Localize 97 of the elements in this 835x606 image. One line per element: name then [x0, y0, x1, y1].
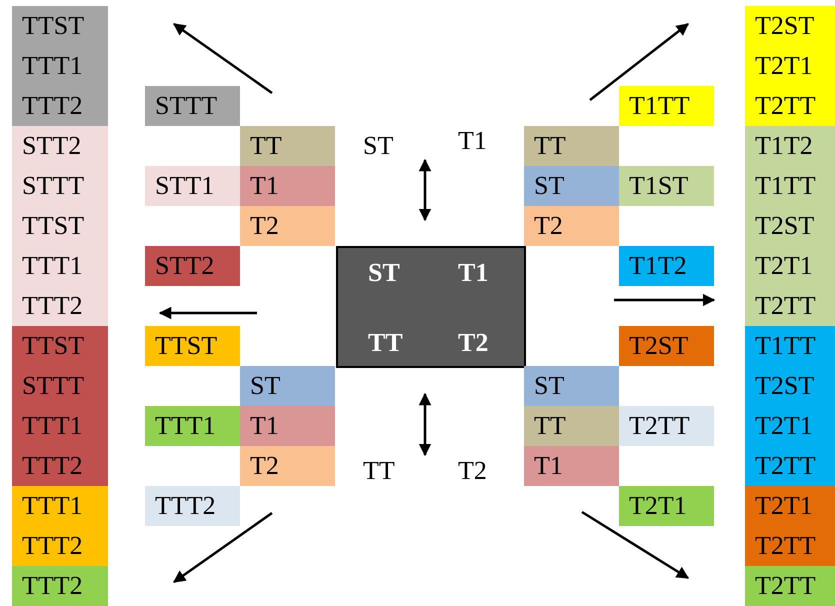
cell-label: STT2	[22, 131, 82, 161]
cell-label: TTST	[155, 331, 218, 361]
color-cell	[619, 406, 714, 446]
cell-label: TT	[534, 411, 566, 441]
cell-label: T1ST	[629, 171, 688, 201]
cell-label: TTT1	[22, 51, 83, 81]
color-band	[745, 6, 835, 126]
color-cell	[145, 486, 240, 526]
axis-label: T1	[458, 126, 487, 156]
cell-label: ST	[534, 171, 564, 201]
cell-label: TTST	[22, 331, 84, 361]
color-band	[12, 486, 108, 566]
cell-label: T2T1	[755, 411, 813, 441]
cell-label: ST	[534, 371, 564, 401]
cell-label: T2	[250, 211, 279, 241]
color-cell	[145, 246, 240, 286]
cell-label: TTT1	[22, 251, 83, 281]
cell-label: T2T1	[755, 251, 813, 281]
color-band	[745, 126, 835, 326]
cell-label: TTT2	[22, 291, 83, 321]
cell-label: T1	[250, 171, 279, 201]
center-box	[336, 246, 526, 368]
color-band	[12, 326, 108, 486]
cell-label: ST	[250, 371, 280, 401]
color-band	[745, 486, 835, 566]
color-cell	[619, 326, 714, 366]
color-cell	[12, 566, 108, 606]
color-cell	[240, 406, 335, 446]
cell-label: T1T2	[755, 131, 813, 161]
cell-label: STTT	[155, 91, 218, 121]
cell-label: T2T1	[629, 491, 687, 521]
axis-label: ST	[363, 131, 394, 161]
color-cell	[524, 406, 619, 446]
cell-label: STT1	[155, 171, 214, 201]
color-cell	[524, 446, 619, 486]
color-cell	[619, 246, 714, 286]
color-cell	[240, 126, 335, 166]
cell-label: T2TT	[629, 411, 690, 441]
cell-label: T2	[534, 211, 563, 241]
cell-label: T1	[250, 411, 279, 441]
cell-label: TTT2	[22, 531, 83, 561]
axis-label: TT	[363, 456, 395, 486]
cell-label: STTT	[22, 371, 84, 401]
cell-label: TTT1	[22, 411, 83, 441]
color-cell	[619, 86, 714, 126]
cell-label: T2ST	[755, 371, 814, 401]
cell-label: T2ST	[629, 331, 688, 361]
color-band	[12, 6, 108, 126]
cell-label: T1T2	[629, 251, 687, 281]
cell-label: T2TT	[755, 291, 816, 321]
color-cell	[524, 126, 619, 166]
cell-label: T2T1	[755, 491, 813, 521]
cell-label: TTT1	[22, 491, 83, 521]
color-cell	[524, 166, 619, 206]
cell-label: TTT2	[22, 571, 83, 601]
cell-label: T2TT	[755, 571, 816, 601]
color-cell	[240, 446, 335, 486]
color-cell	[240, 206, 335, 246]
box-label: T2	[458, 328, 488, 358]
cell-label: STT2	[155, 251, 214, 281]
cell-label: STTT	[22, 171, 84, 201]
cell-label: TT	[534, 131, 566, 161]
color-cell	[145, 166, 240, 206]
cell-label: T2ST	[755, 11, 814, 41]
color-cell	[145, 406, 240, 446]
cell-label: T2	[250, 451, 279, 481]
cell-label: TTST	[22, 11, 84, 41]
color-cell	[145, 86, 240, 126]
color-cell	[524, 206, 619, 246]
color-cell	[619, 166, 714, 206]
color-cell	[619, 486, 714, 526]
color-cell	[240, 366, 335, 406]
cell-label: T1TT	[629, 91, 690, 121]
box-label: T1	[458, 258, 488, 288]
cell-label: TTT1	[155, 411, 216, 441]
cell-label: T2TT	[755, 531, 816, 561]
cell-label: TTT2	[22, 451, 83, 481]
color-cell	[745, 566, 835, 606]
cell-label: TTST	[22, 211, 84, 241]
cell-label: TTT2	[22, 91, 83, 121]
color-band	[745, 326, 835, 486]
box-label: ST	[368, 258, 400, 288]
cell-label: T1	[534, 451, 563, 481]
color-cell	[240, 166, 335, 206]
axis-label: T2	[458, 456, 487, 486]
color-band	[12, 126, 108, 326]
cell-label: T1TT	[755, 171, 816, 201]
cell-label: T1TT	[755, 331, 816, 361]
cell-label: T2TT	[755, 451, 816, 481]
cell-label: TTT2	[155, 491, 216, 521]
box-label: TT	[368, 328, 403, 358]
color-cell	[145, 326, 240, 366]
cell-label: T2TT	[755, 91, 816, 121]
cell-label: TT	[250, 131, 282, 161]
color-cell	[524, 366, 619, 406]
cell-label: T2T1	[755, 51, 813, 81]
cell-label: T2ST	[755, 211, 814, 241]
